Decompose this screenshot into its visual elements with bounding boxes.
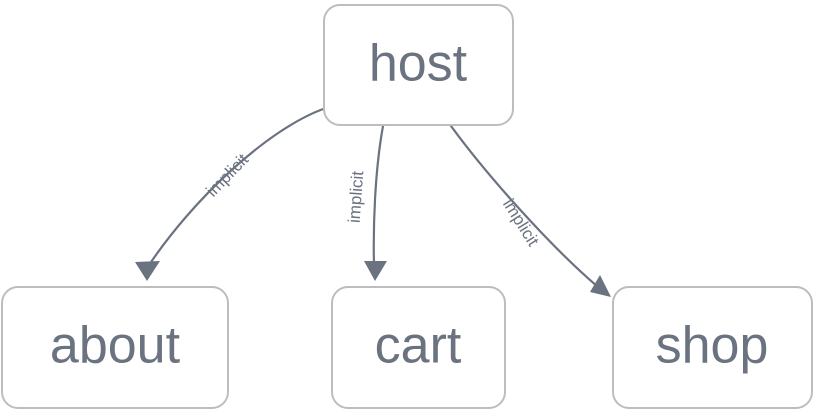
edge-host-about[interactable]: implicit	[135, 106, 328, 281]
edge-label-host-about: implicit	[202, 150, 252, 201]
node-box-cart	[331, 286, 506, 409]
edge-path-host-shop	[449, 124, 600, 289]
node-label-host: host	[369, 35, 468, 93]
node-label-cart: cart	[375, 317, 462, 375]
arrowhead-icon-host-shop	[590, 275, 611, 297]
edge-path-host-about	[145, 106, 328, 270]
node-label-shop: shop	[656, 317, 769, 375]
edge-host-cart[interactable]: implicit	[345, 124, 387, 281]
node-box-host	[323, 4, 514, 126]
edge-label-host-shop: implicit	[499, 195, 543, 249]
edge-host-shop[interactable]: implicit	[449, 124, 611, 297]
arrowhead-icon-host-cart	[364, 261, 387, 281]
node-host[interactable]: host	[323, 4, 514, 126]
node-cart[interactable]: cart	[331, 286, 506, 409]
node-shop[interactable]: shop	[612, 286, 813, 409]
node-label-about: about	[50, 317, 181, 375]
node-about[interactable]: about	[1, 286, 229, 409]
edge-path-host-cart	[372, 124, 385, 268]
node-box-shop	[612, 286, 813, 409]
edge-label-host-cart: implicit	[345, 170, 368, 223]
node-box-about	[1, 286, 229, 409]
arrowhead-icon-host-about	[135, 261, 160, 281]
